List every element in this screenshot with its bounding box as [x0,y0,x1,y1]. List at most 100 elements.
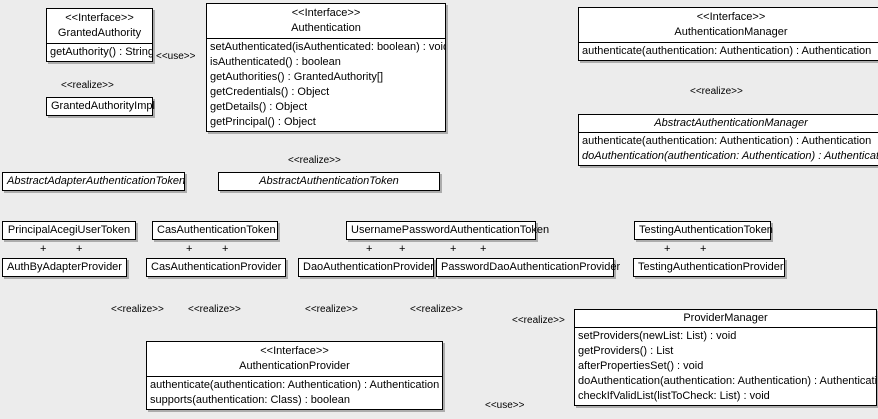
class-header-cas-authentication-token: CasAuthenticationToken [153,222,277,239]
class-member: getCredentials() : Object [210,86,330,98]
class-name: PasswordDaoAuthenticationProvider [441,261,621,273]
class-box-abstract-adapter-authentication-token[interactable]: AbstractAdapterAuthenticationToken [2,172,185,191]
class-header-dao-authentication-provider: DaoAuthenticationProvider [299,259,434,276]
edge-label-use-provider-manager: <<use>> [485,400,525,411]
class-stereotype: <<Interface>> [260,345,329,357]
class-stereotype: <<Interface>> [65,12,134,24]
class-name: AbstractAuthenticationToken [259,175,399,187]
class-member: getDetails() : Object [210,101,308,113]
multiplicity-marker: + [40,243,47,255]
multiplicity-marker: + [700,243,707,255]
multiplicity-marker: + [222,243,229,255]
class-name: TestingAuthenticationToken [639,224,773,236]
multiplicity-marker: + [186,243,193,255]
class-members-authentication-manager: authenticate(authentication: Authenticat… [579,43,878,60]
class-header-cas-authentication-provider: CasAuthenticationProvider [147,259,285,276]
multiplicity-marker: + [664,243,671,255]
class-box-principal-acegi-user-token[interactable]: PrincipalAcegiUserToken [2,221,136,240]
class-box-password-dao-authentication-provider[interactable]: PasswordDaoAuthenticationProvider [436,258,621,277]
class-member: isAuthenticated() : boolean [210,56,341,68]
edge-label-realize-cas-provider: <<realize>> [188,304,241,315]
class-header-abstract-authentication-token: AbstractAuthenticationToken [219,173,439,190]
multiplicity-marker: + [450,243,457,255]
class-name: UsernamePasswordAuthenticationToken [351,224,550,236]
multiplicity-marker: + [399,243,406,255]
class-name: CasAuthenticationProvider [151,261,282,273]
class-box-testing-authentication-provider[interactable]: TestingAuthenticationProvider [633,258,785,277]
class-box-auth-by-adapter-provider[interactable]: AuthByAdapterProvider [2,258,127,277]
class-box-dao-authentication-provider[interactable]: DaoAuthenticationProvider [298,258,434,277]
class-box-abstract-authentication-token[interactable]: AbstractAuthenticationToken [218,172,440,191]
class-header-principal-acegi-user-token: PrincipalAcegiUserToken [3,222,135,239]
class-separator [575,327,876,328]
class-header-abstract-adapter-authentication-token: AbstractAdapterAuthenticationToken [3,173,186,190]
class-member: setProviders(newList: List) : void [578,330,737,342]
class-box-authentication-provider[interactable]: <<Interface>> AuthenticationProvider aut… [146,341,443,410]
multiplicity-marker: + [366,243,373,255]
class-header-authentication-manager: <<Interface>> AuthenticationManager [579,8,878,42]
class-separator [207,38,445,39]
class-header-authentication: <<Interface>> Authentication [207,4,445,38]
class-stereotype: <<Interface>> [696,11,766,23]
class-box-granted-authority-impl[interactable]: GrantedAuthorityImpl [46,97,155,116]
class-box-cas-authentication-provider[interactable]: CasAuthenticationProvider [146,258,286,277]
class-member: getProviders() : List [578,345,674,357]
class-members-abstract-authentication-manager: authenticate(authentication: Authenticat… [579,133,878,165]
class-member: getAuthorities() : GrantedAuthority[] [210,71,384,83]
class-members-authentication-provider: authenticate(authentication: Authenticat… [147,377,442,409]
class-header-provider-manager: ProviderManager [575,310,876,327]
class-header-auth-by-adapter-provider: AuthByAdapterProvider [3,259,126,276]
edge-label-realize-password-dao-provider: <<realize>> [410,304,463,315]
class-member: authenticate(authentication: Authenticat… [582,45,872,57]
class-header-authentication-provider: <<Interface>> AuthenticationProvider [147,342,442,376]
class-header-username-password-authentication-token: UsernamePasswordAuthenticationToken [347,222,550,239]
class-name: PrincipalAcegiUserToken [7,224,131,236]
class-name: DaoAuthenticationProvider [303,261,434,273]
class-member: afterPropertiesSet() : void [578,360,704,372]
class-name: GrantedAuthority [57,27,142,39]
class-header-password-dao-authentication-provider: PasswordDaoAuthenticationProvider [437,259,621,276]
edge-label-use-granted-authority: <<use>> [156,51,196,62]
class-box-authentication-manager[interactable]: <<Interface>> AuthenticationManager auth… [578,7,878,61]
class-stereotype: <<Interface>> [291,7,361,19]
class-separator [147,376,442,377]
class-members-authentication: setAuthenticated(isAuthenticated: boolea… [207,39,445,131]
edge-label-realize-granted-authority-impl: <<realize>> [61,80,114,91]
class-name: AuthenticationProvider [239,360,350,372]
class-box-abstract-authentication-manager[interactable]: AbstractAuthenticationManager authentica… [578,114,878,166]
class-name: AbstractAdapterAuthenticationToken [7,175,186,187]
class-member: setAuthenticated(isAuthenticated: boolea… [210,41,445,53]
class-box-testing-authentication-token[interactable]: TestingAuthenticationToken [634,221,773,240]
class-members-granted-authority: getAuthority() : String [47,44,152,61]
edge-label-realize-testing-provider: <<realize>> [512,315,565,326]
class-members-provider-manager: setProviders(newList: List) : void getPr… [575,328,876,405]
class-member: authenticate(authentication: Authenticat… [582,135,872,147]
edge-label-realize-abstract-authentication-manager: <<realize>> [690,86,743,97]
class-name: ProviderManager [683,312,768,324]
edge-label-realize-abstract-authentication-token: <<realize>> [288,155,341,166]
edge-label-realize-dao-provider: <<realize>> [305,304,358,315]
class-box-cas-authentication-token[interactable]: CasAuthenticationToken [152,221,278,240]
class-name: AuthenticationManager [674,26,788,38]
class-member: doAuthentication(authentication: Authent… [582,150,878,162]
class-member: checkIfValidList(listToCheck: List) : vo… [578,390,770,402]
multiplicity-marker: + [76,243,83,255]
class-header-granted-authority: <<Interface>> GrantedAuthority [47,9,152,43]
class-name: AuthByAdapterProvider [7,261,122,273]
class-separator [47,43,152,44]
class-header-testing-authentication-provider: TestingAuthenticationProvider [634,259,784,276]
class-member: doAuthentication(authentication: Authent… [578,375,876,387]
class-box-provider-manager[interactable]: ProviderManager setProviders(newList: Li… [574,309,877,406]
class-member: getPrincipal() : Object [210,116,316,128]
class-separator [579,42,878,43]
class-name: TestingAuthenticationProvider [638,261,784,273]
class-box-username-password-authentication-token[interactable]: UsernamePasswordAuthenticationToken [346,221,550,240]
class-box-authentication[interactable]: <<Interface>> Authentication setAuthenti… [206,3,446,132]
class-name: AbstractAuthenticationManager [654,117,808,129]
class-member: supports(authentication: Class) : boolea… [150,394,350,406]
class-name: GrantedAuthorityImpl [51,100,155,112]
class-member: getAuthority() : String [50,46,152,58]
class-separator [579,132,878,133]
class-box-granted-authority[interactable]: <<Interface>> GrantedAuthority getAuthor… [46,8,153,62]
